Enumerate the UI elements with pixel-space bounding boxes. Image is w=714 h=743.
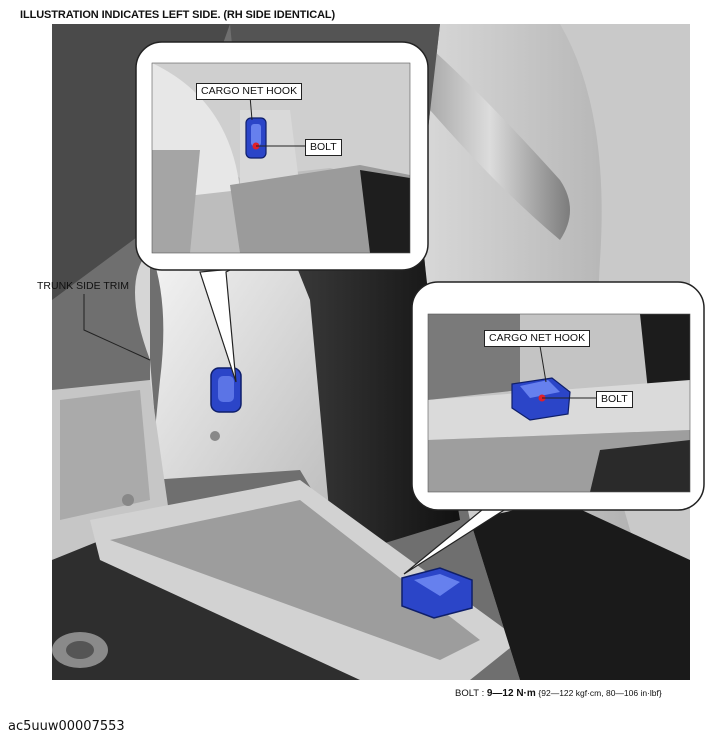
inset-top-callout: [135, 41, 429, 383]
inset-bottom-cargo-net-hook-label: CARGO NET HOOK: [484, 330, 591, 347]
inset-top-bolt-label: BOLT: [305, 139, 342, 156]
inset-top-cargo-net-hook-label: CARGO NET HOOK: [196, 83, 303, 100]
torque-prefix: BOLT :: [455, 688, 487, 699]
trunk-side-trim-label: TRUNK SIDE TRIM: [37, 280, 129, 292]
trunk-illustration: [52, 24, 705, 680]
torque-alt-units: {92—122 kgf·cm, 80—106 in·lbf}: [538, 688, 662, 698]
torque-value: 9—12 N·m: [486, 688, 536, 699]
image-id: ac5uuw00007553: [8, 719, 125, 734]
illustration-title: ILLUSTRATION INDICATES LEFT SIDE. (RH SI…: [20, 9, 336, 21]
main-scene: [52, 24, 690, 680]
torque-specification: BOLT : 9—12 N·m {92—122 kgf·cm, 80—106 i…: [455, 688, 662, 699]
inset-bottom-bolt-label: BOLT: [596, 391, 633, 408]
